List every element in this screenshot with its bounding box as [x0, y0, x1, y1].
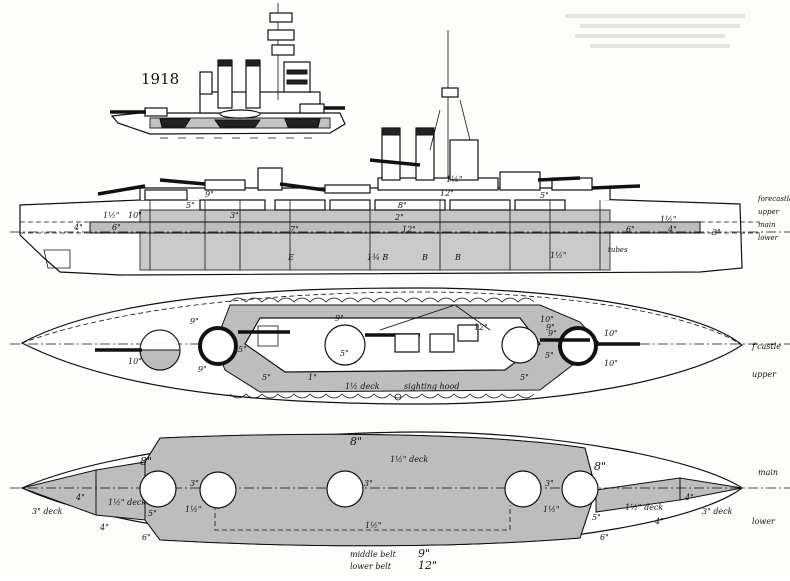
- armor-thickness-label: 4": [75, 493, 85, 502]
- inset-1918: 1918: [110, 3, 346, 139]
- deck-lower-plan: lower: [752, 517, 776, 526]
- armor-thickness-label: 8": [594, 460, 606, 473]
- armor-thickness-label: 5": [186, 201, 195, 210]
- deck-forecastle: forecastle: [757, 195, 790, 203]
- armor-thickness-label: 9": [198, 365, 207, 374]
- armor-thickness-label: 5": [148, 509, 157, 518]
- armor-thickness-label: 1½ deck: [345, 382, 380, 391]
- armor-thickness-label: 5": [540, 191, 549, 200]
- armor-thickness-label: 9": [205, 190, 214, 199]
- armor-thickness-label: 8": [140, 455, 152, 468]
- armor-thickness-label: 4": [99, 523, 109, 532]
- bulkhead-lines: [149, 200, 601, 270]
- armor-thickness-label: 3": [230, 211, 239, 220]
- armor-thickness-label: 1½": [550, 251, 567, 260]
- armor-thickness-label: 5": [545, 351, 554, 360]
- casemate-boxes: [199, 199, 566, 211]
- armor-thickness-label: 1½" deck: [625, 503, 663, 512]
- belt-caption: middle belt 9" lower belt 12": [350, 547, 437, 572]
- armor-thickness-label: 3" deck: [32, 507, 63, 516]
- armor-thickness-label: 12": [474, 323, 488, 332]
- armor-thickness-label: 4": [73, 223, 83, 232]
- armor-thickness-label: 5": [238, 345, 247, 354]
- armor-thickness-label: 1": [308, 373, 317, 382]
- forecastle-deck-plan: f'castle upper 9" 9" 9" 10" 10" 5" 5" 5"…: [10, 287, 790, 405]
- armor-thickness-label: 1½": [543, 505, 560, 514]
- armor-thickness-label: 5": [262, 373, 271, 382]
- armor-thickness-label: 5": [340, 349, 349, 358]
- armor-thickness-label: 1¾ B: [367, 253, 388, 262]
- side-profile: forecastle upper main lower 1½" 10" 6" 9…: [10, 30, 790, 276]
- profile-labels: 1½" 10" 6" 9" 5" 3" 4" 8" 12" 7" tubes 1…: [73, 175, 721, 262]
- armor-thickness-label: B: [454, 253, 461, 262]
- armor-thickness-label: 10": [128, 211, 142, 220]
- armor-thickness-label: 1½" deck: [390, 455, 428, 464]
- armor-thickness-label: 9": [546, 323, 555, 332]
- armor-thickness-label: 1½": [103, 211, 120, 220]
- armor-thickness-label: 1½": [185, 505, 202, 514]
- forecastle-labels: 9" 9" 9" 10" 10" 5" 5" 5" 12" 10" 9" 1" …: [128, 314, 618, 391]
- deck-fcastle: f'castle: [751, 342, 781, 351]
- armor-thickness-label: 10": [128, 357, 142, 366]
- armor-thickness-label: 9": [190, 317, 199, 326]
- deck-main-plan: main: [758, 468, 778, 477]
- armor-thickness-label: E: [287, 253, 294, 262]
- armor-thickness-label: 5": [520, 373, 529, 382]
- armor-thickness-label: 9": [548, 329, 557, 338]
- deck-upper: upper: [758, 208, 780, 216]
- deck-main: main: [758, 221, 776, 229]
- armor-thickness-label: 12": [440, 189, 454, 198]
- armor-thickness-label: 1½" deck: [108, 498, 146, 507]
- armor-thickness-label: 9": [335, 314, 344, 323]
- armor-thickness-label: 6": [142, 533, 151, 542]
- armor-thickness-label: 6": [626, 225, 635, 234]
- armor-thickness-label: 3" deck: [702, 507, 733, 516]
- deck-upper-plan: upper: [752, 370, 777, 379]
- armor-thickness-label: 4": [667, 225, 677, 234]
- armor-thickness-label: 1½": [660, 215, 677, 224]
- armor-thickness-label: 6": [112, 223, 121, 232]
- armor-thickness-label: 10": [604, 359, 618, 368]
- caption-middle-belt-value: 9": [418, 547, 430, 560]
- armor-thickness-label: 2": [394, 213, 404, 222]
- armor-thickness-label: 4": [654, 517, 664, 526]
- armor-thickness-label: 10": [540, 315, 554, 324]
- armor-thickness-label: 12": [402, 225, 416, 234]
- caption-lower-belt-value: 12": [418, 559, 437, 572]
- armor-thickness-label: 8": [350, 435, 362, 448]
- bleed-through-text: [565, 14, 745, 48]
- armor-thickness-label: 5": [592, 513, 601, 522]
- armor-thickness-label: 3": [364, 479, 373, 488]
- armor-thickness-label: 3": [545, 479, 554, 488]
- armor-thickness-label: B: [421, 253, 428, 262]
- armor-thickness-label: 4": [684, 493, 694, 502]
- main-plan-labels: 8" 1½" deck 8" 8" 3" 3" 3" 1½" deck 1½" …: [32, 435, 733, 542]
- armor-thickness-label: 6": [600, 533, 609, 542]
- main-deck-plan: main lower 8" 1½" deck 8" 8" 3" 3" 3" 1½…: [10, 431, 790, 572]
- armor-thickness-label: 1½": [446, 175, 463, 184]
- armor-thickness-label: tubes: [608, 246, 628, 254]
- caption-lower-belt-name: lower belt: [350, 562, 392, 571]
- armor-thickness-label: 7": [290, 225, 299, 234]
- armor-thickness-label: 1½": [365, 521, 382, 530]
- deck-lower: lower: [758, 234, 779, 242]
- armor-thickness-label: 3": [712, 228, 721, 237]
- armor-thickness-label: 8": [398, 201, 407, 210]
- armor-thickness-label: 3": [190, 479, 199, 488]
- caption-middle-belt-name: middle belt: [350, 550, 397, 559]
- inset-year: 1918: [141, 70, 179, 88]
- armor-thickness-label: sighting hood: [404, 382, 459, 391]
- armor-thickness-label: 10": [604, 329, 618, 338]
